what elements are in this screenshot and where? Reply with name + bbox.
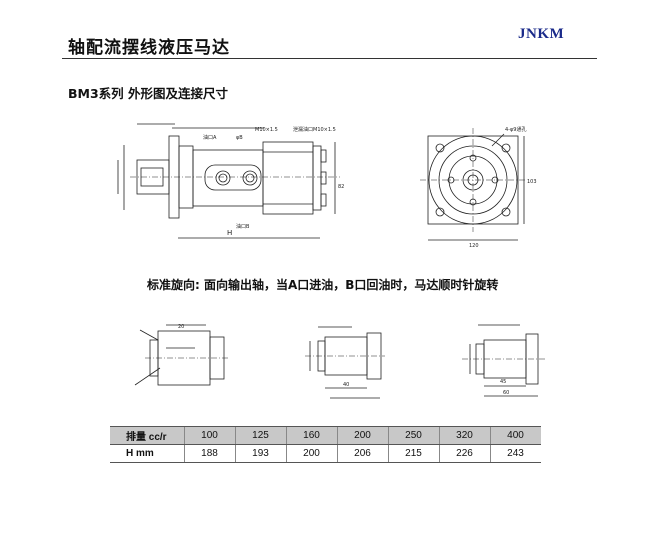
title-divider: [62, 58, 597, 59]
h-label: H mm: [110, 444, 184, 463]
page-title: 轴配流摆线液压马达: [68, 38, 230, 58]
table-cell: 200: [336, 426, 388, 445]
dim-h-label: H: [227, 229, 232, 237]
dim-60-label: 60: [503, 390, 509, 396]
table-cell: 188: [183, 444, 235, 463]
brand-logo: JNKM: [518, 26, 565, 42]
table-cell: 320: [438, 426, 490, 445]
table-cell: 125: [234, 426, 286, 445]
motor-front-view: 4-φ9通孔 120 103: [420, 126, 537, 249]
dim-82-label: 82: [338, 184, 344, 190]
table-cell: 226: [438, 444, 490, 463]
table-cell: 200: [285, 444, 337, 463]
shaft-detail-2: 40: [305, 326, 385, 399]
dim-20-label: 20: [178, 324, 184, 330]
table-cell: 243: [489, 444, 541, 463]
dim-45-label: 45: [500, 379, 506, 385]
table-cell: 400: [489, 426, 541, 445]
table-cell: 100: [183, 426, 235, 445]
table-row-displacement: 排量 cc/r 100 125 160 200 250 320 400: [110, 426, 541, 445]
displacement-label: 排量 cc/r: [110, 426, 184, 445]
bore-b-label: φB: [236, 135, 243, 141]
shaft-detail-1: 20: [134, 324, 230, 386]
table-cell: 160: [285, 426, 337, 445]
port-b-label: 油口B: [236, 223, 250, 230]
dim-40-label: 40: [343, 382, 349, 388]
dim-120-label: 120: [469, 243, 479, 249]
rotation-note: 标准旋向: 面向输出轴，当A口进油，B口回油时，马达顺时针旋转: [147, 278, 499, 292]
dim-103-label: 103: [527, 179, 537, 185]
series-heading: BM3系列 外形图及连接尺寸: [68, 86, 229, 101]
table-cell: 215: [387, 444, 439, 463]
drain-label: 泄漏油口M10×1.5: [293, 126, 336, 133]
table-cell: 193: [234, 444, 286, 463]
table-row-h: H mm 188 193 200 206 215 226 243: [110, 444, 541, 463]
four-holes-label: 4-φ9通孔: [505, 126, 526, 133]
spec-table: 排量 cc/r 100 125 160 200 250 320 400 H mm…: [110, 426, 541, 463]
shaft-detail-3: 45 60: [462, 324, 545, 397]
thread-label: M10×1.5: [255, 127, 278, 133]
table-cell: 250: [387, 426, 439, 445]
port-a-label: 油口A: [203, 134, 217, 141]
motor-side-view: H 油口A φB M10×1.5 泄漏油口M10×1.5 油口B 82: [117, 123, 344, 239]
table-cell: 206: [336, 444, 388, 463]
